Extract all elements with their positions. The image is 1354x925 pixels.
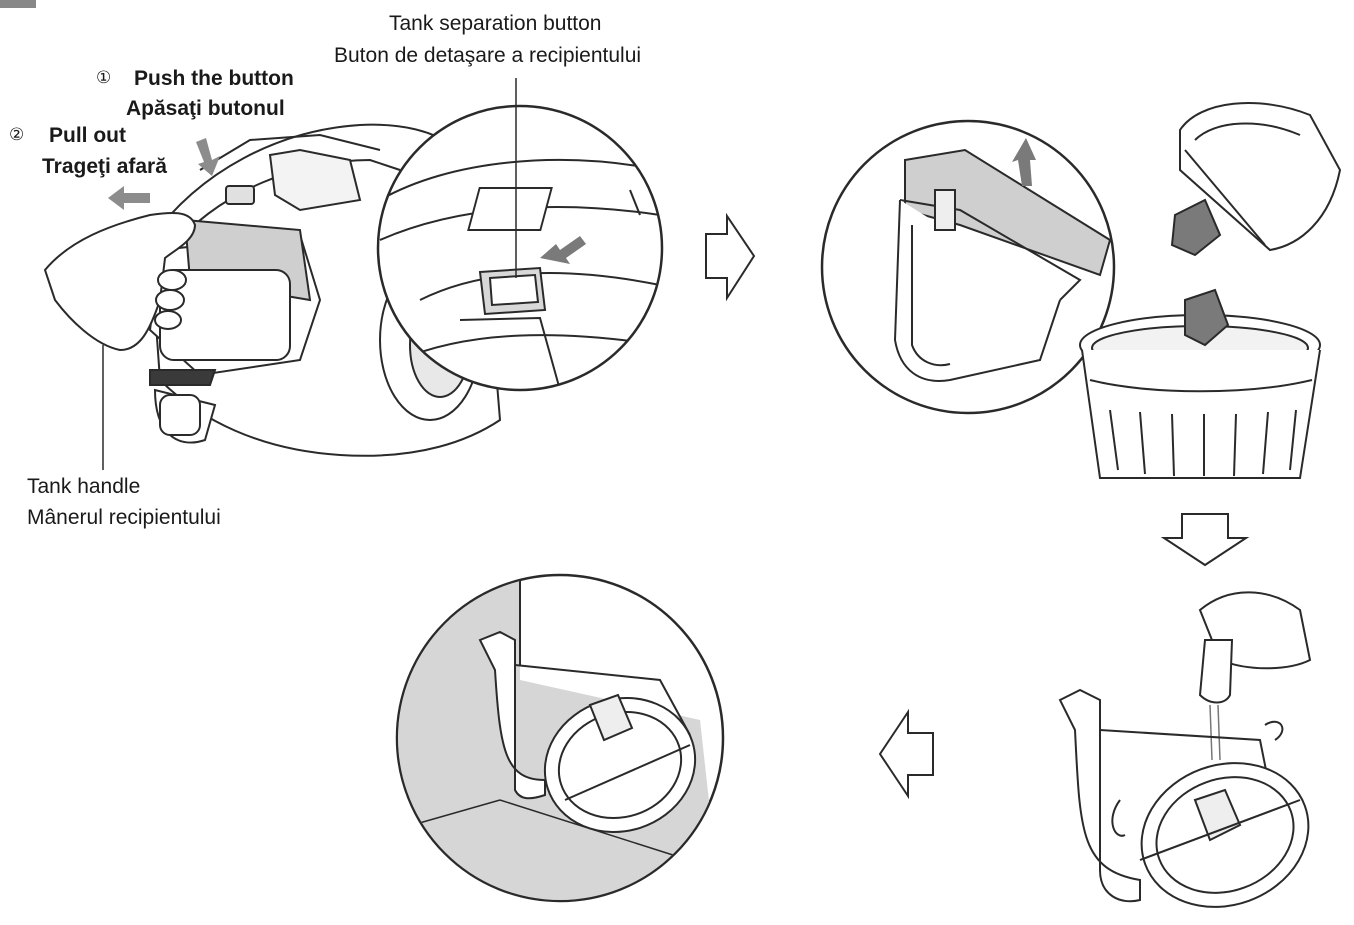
separation-label-en: Tank separation button: [389, 12, 602, 35]
step1-label-en: Push the button: [134, 67, 294, 90]
lift-arrow-icon: [1012, 138, 1036, 186]
handle-label-ro: Mânerul recipientului: [27, 506, 221, 529]
step1-label-ro: Apăsaţi butonul: [126, 97, 285, 120]
tank-tilted-illustration: [1170, 102, 1342, 347]
zoom-circle-dry: [395, 573, 725, 903]
faucet-illustration: [1198, 591, 1312, 761]
next-arrow-right-icon: [705, 212, 756, 302]
step2-label-ro: Trageţi afară: [42, 155, 167, 178]
step1-number: ①: [96, 68, 112, 88]
slide-arrow-icon: [540, 236, 586, 264]
corner-mark: [0, 0, 36, 8]
push-arrow-icon: [196, 138, 220, 176]
pull-arrow-icon: [108, 186, 150, 210]
zoom-circle-tank: [820, 119, 1116, 415]
separation-label-ro: Buton de detaşare a recipientului: [334, 44, 642, 67]
handle-label-en: Tank handle: [27, 475, 141, 498]
step2-number: ②: [9, 125, 25, 145]
next-arrow-left-icon: [878, 708, 934, 800]
next-arrow-down-icon: [1160, 513, 1250, 567]
tank-washing-illustration: [1058, 688, 1310, 908]
step2-label-en: Pull out: [49, 124, 126, 147]
zoom-circle-button: [376, 104, 664, 392]
trash-can-illustration: [1079, 314, 1321, 479]
